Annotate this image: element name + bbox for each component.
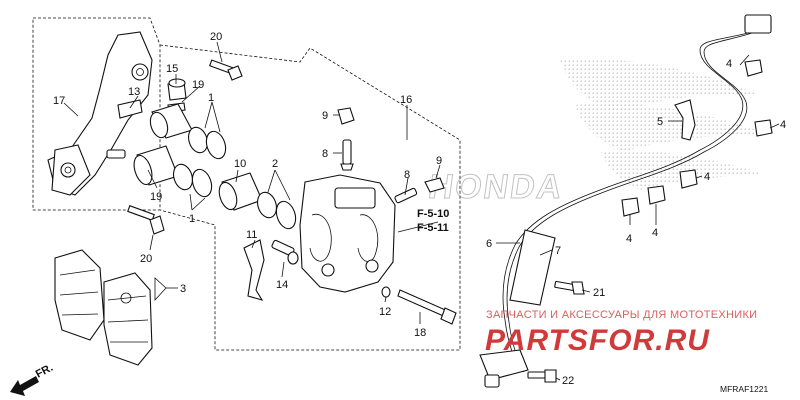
oring-12 bbox=[381, 286, 391, 298]
bracket-5 bbox=[674, 99, 696, 141]
callout-11: 11 bbox=[246, 229, 257, 241]
callout-4-a: 4 bbox=[726, 58, 732, 70]
caliper-body-16 bbox=[299, 174, 396, 293]
callout-7: 7 bbox=[555, 245, 561, 257]
reference-f-5-11: F-5-11 bbox=[417, 222, 449, 234]
callout-6: 6 bbox=[486, 238, 492, 250]
pin-19-lower bbox=[106, 149, 126, 159]
callout-2: 2 bbox=[272, 158, 278, 170]
caliper-bracket-17 bbox=[47, 31, 153, 196]
callout-4-c: 4 bbox=[704, 171, 710, 183]
callout-1-upper: 1 bbox=[208, 92, 214, 104]
piston-upper bbox=[149, 103, 193, 139]
callout-4-d: 4 bbox=[652, 227, 658, 239]
callout-4-b: 4 bbox=[780, 119, 786, 131]
watermark-caption: ЗАПЧАСТИ И АКСЕССУАРЫ ДЛЯ МОТОТЕХНИКИ bbox=[486, 309, 757, 321]
piston-10 bbox=[218, 172, 263, 211]
abs-sensor-head bbox=[479, 349, 529, 388]
callout-5: 5 bbox=[657, 116, 663, 128]
callout-18: 18 bbox=[414, 327, 426, 339]
callout-19-upper: 19 bbox=[192, 79, 204, 91]
honda-brand-text: HONDA bbox=[426, 168, 566, 206]
callout-16: 16 bbox=[400, 94, 412, 106]
callout-12: 12 bbox=[379, 306, 391, 318]
callout-1-lower: 1 bbox=[189, 213, 195, 225]
frame-bracket-group bbox=[32, 17, 161, 211]
callout-9-upper: 9 bbox=[322, 110, 328, 122]
bleeder-8-right bbox=[394, 187, 418, 204]
seals-1-lower bbox=[172, 163, 213, 198]
pin-bolt-18 bbox=[397, 289, 457, 325]
cap-9-upper bbox=[337, 107, 355, 125]
callout-19-lower: 19 bbox=[150, 191, 162, 203]
front-direction-marker: FR. bbox=[10, 362, 55, 396]
bleeder-8-upper bbox=[340, 139, 354, 171]
bolt-22 bbox=[527, 369, 557, 383]
callout-22: 22 bbox=[562, 375, 574, 387]
callout-8-right: 8 bbox=[404, 169, 410, 181]
watermark-logo: PARTSFOR.RU bbox=[485, 324, 710, 357]
reference-f-5-10: F-5-10 bbox=[417, 208, 449, 220]
callout-9-right: 9 bbox=[436, 155, 442, 167]
pad-spring-13 bbox=[117, 99, 143, 119]
pad-retainer-11 bbox=[243, 239, 265, 301]
callout-20-lower: 20 bbox=[140, 253, 152, 265]
callout-21: 21 bbox=[593, 287, 605, 299]
honda-wing-watermark: HONDA bbox=[426, 58, 770, 206]
callout-17: 17 bbox=[53, 95, 65, 107]
sensor-guard-7 bbox=[509, 229, 556, 306]
callout-15: 15 bbox=[166, 63, 178, 75]
callout-20-upper: 20 bbox=[210, 31, 222, 43]
brake-pads-3 bbox=[54, 249, 153, 366]
clamps-4 bbox=[621, 59, 773, 217]
callout-13: 13 bbox=[128, 86, 140, 98]
bolt-20-upper bbox=[208, 59, 243, 81]
front-label: FR. bbox=[34, 362, 55, 381]
leader-lines bbox=[63, 41, 780, 381]
callout-3: 3 bbox=[180, 283, 186, 295]
seals-1-upper bbox=[187, 126, 227, 160]
bolt-20-lower bbox=[127, 205, 165, 235]
abs-sensor-wire-6 bbox=[502, 14, 772, 373]
bolt-21 bbox=[554, 280, 585, 295]
seals-2 bbox=[256, 191, 297, 230]
partsfor-watermark: ЗАПЧАСТИ И АКСЕССУАРЫ ДЛЯ МОТОТЕХНИКИ PA… bbox=[485, 309, 757, 357]
pin-14 bbox=[271, 239, 299, 265]
cap-15 bbox=[167, 78, 187, 101]
diagram-code: MFRAF1221 bbox=[720, 384, 768, 394]
callout-4-e: 4 bbox=[626, 233, 632, 245]
callout-14: 14 bbox=[276, 279, 288, 291]
cap-9-right bbox=[424, 177, 445, 193]
callout-labels: 17 13 15 20 19 1 19 1 10 2 11 14 20 3 16… bbox=[53, 31, 786, 387]
piston-lower bbox=[133, 145, 179, 186]
callout-8-upper: 8 bbox=[322, 148, 328, 160]
callout-10: 10 bbox=[234, 158, 246, 170]
